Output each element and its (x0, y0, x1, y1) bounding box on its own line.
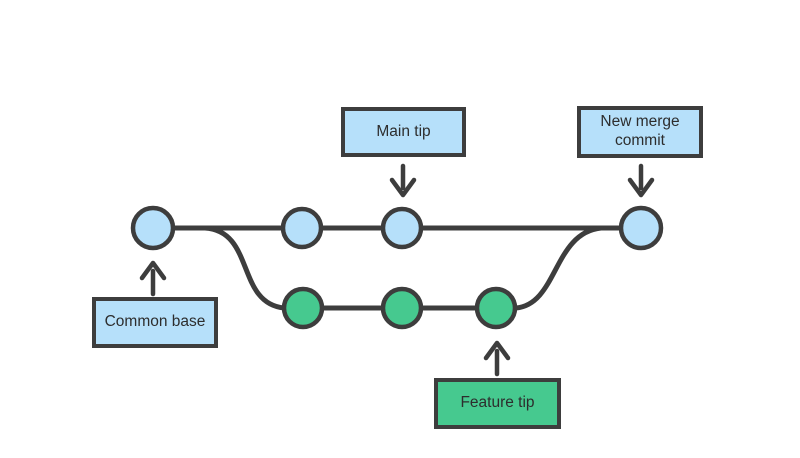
new-merge-commit-label: New merge commit (577, 106, 703, 158)
new-merge-commit-arrow-down-icon (627, 163, 655, 198)
feature-tip-arrow-up-icon (483, 340, 511, 377)
main-tip-label-text: Main tip (376, 122, 431, 140)
commit-node-feature-2 (380, 286, 424, 330)
main-tip-arrow-down-icon (389, 163, 417, 198)
main-tip-label: Main tip (341, 107, 466, 157)
common-base-label: Common base (92, 297, 218, 348)
commit-node-feature-tip (474, 286, 518, 330)
feature-tip-label-text: Feature tip (460, 394, 535, 412)
feature-tip-label: Feature tip (434, 378, 561, 429)
commit-node-main-tip (380, 206, 424, 250)
commit-node-common-base (130, 205, 176, 251)
common-base-arrow-up-icon (139, 260, 167, 297)
commit-node-main-2 (280, 206, 324, 250)
commit-node-merge-commit (618, 205, 664, 251)
commit-node-feature-1 (281, 286, 325, 330)
common-base-label-text: Common base (104, 313, 206, 331)
new-merge-commit-label-text: New merge commit (600, 113, 680, 149)
